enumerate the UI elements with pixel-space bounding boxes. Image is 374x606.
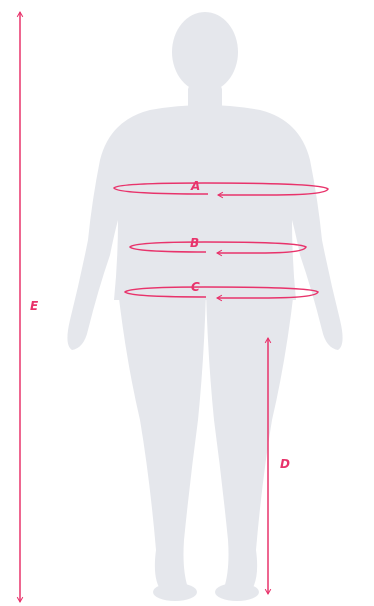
- measurement-label-a: A: [190, 179, 200, 193]
- left-leg-shape: [118, 290, 206, 593]
- body-silhouette: [67, 12, 342, 601]
- measurement-label-d: D: [280, 457, 290, 471]
- head-shape: [172, 12, 238, 92]
- right-foot-shape: [215, 583, 259, 601]
- measurement-e: E: [20, 12, 39, 602]
- measurement-label-e: E: [30, 299, 39, 313]
- measurement-label-c: C: [191, 280, 200, 294]
- right-leg-shape: [206, 290, 294, 593]
- left-foot-shape: [153, 583, 197, 601]
- measurement-label-b: B: [190, 236, 199, 250]
